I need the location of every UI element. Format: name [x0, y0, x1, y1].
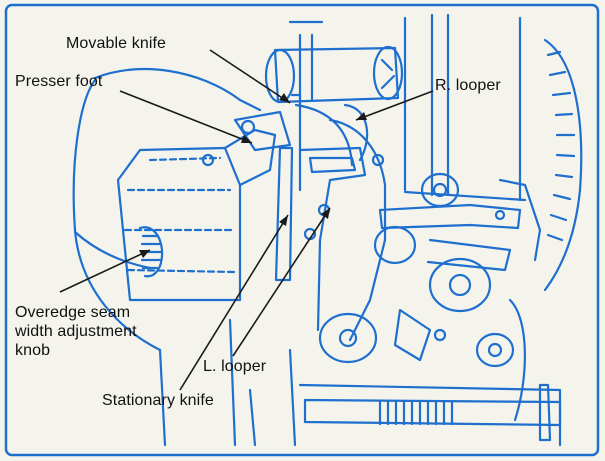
leader-stationary-knife [179, 214, 289, 391]
leader-presser-foot [119, 90, 253, 144]
label-movable-knife: Movable knife [66, 35, 167, 52]
leader-overedge [59, 249, 151, 293]
leader-l-looper [232, 207, 331, 357]
knife-bar [274, 146, 294, 282]
label-overedge-line2: width adjustment [15, 323, 137, 340]
label-overedge-line1: Overedge seam [15, 304, 131, 321]
r-looper-body [328, 118, 387, 342]
leader-arrowheads [139, 93, 367, 258]
leader-r-looper [355, 90, 434, 121]
lower-base [158, 348, 257, 447]
label-stationary-knife: Stationary knife [102, 392, 214, 409]
label-overedge-line3: knob [15, 342, 51, 359]
l-looper-body [298, 146, 367, 332]
spring-shaft [303, 398, 562, 427]
label-l-looper: L. looper [203, 358, 267, 375]
label-r-looper: R. looper [435, 77, 501, 94]
label-presser-foot: Presser foot [15, 73, 103, 90]
machine-housing [93, 68, 262, 112]
handwheel [543, 38, 583, 292]
adjustment-knob [138, 226, 164, 278]
leader-movable-knife [209, 49, 291, 104]
upper-shaft [273, 46, 400, 104]
figure-frame [4, 3, 600, 457]
leader-lines [59, 49, 434, 391]
